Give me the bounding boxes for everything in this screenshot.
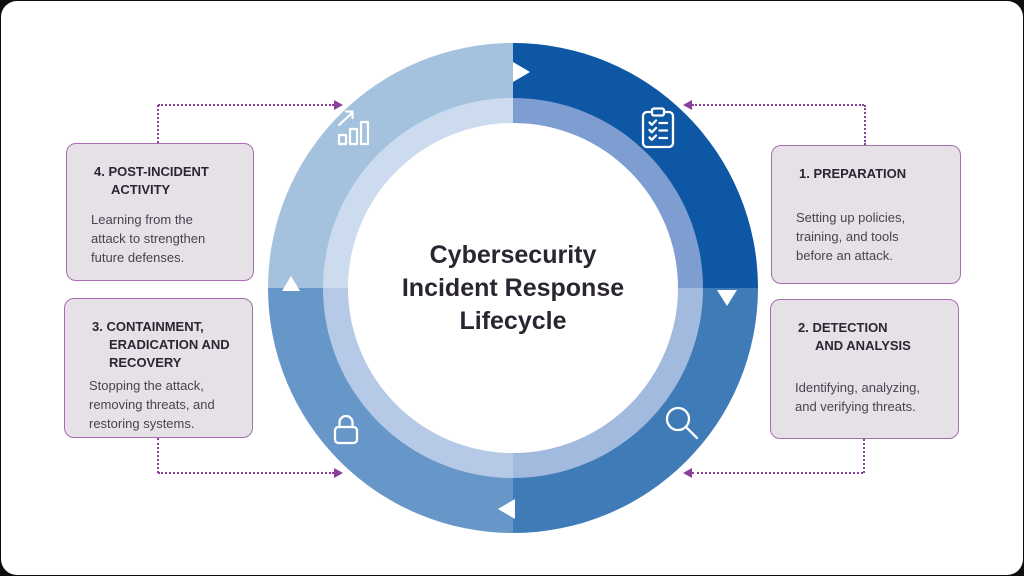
lifecycle-ring-center: Cybersecurity Incident Response Lifecycl…	[348, 123, 678, 453]
diagram-title: Cybersecurity Incident Response Lifecycl…	[401, 240, 625, 335]
connector-detection-vertical	[863, 439, 865, 473]
connector-post-incident-arrow-icon	[334, 100, 343, 110]
flow-arrow-top-icon	[513, 62, 530, 82]
bar-chart-icon	[335, 108, 375, 146]
flow-arrow-bottom-icon	[498, 499, 515, 519]
connector-preparation-arrow-icon	[683, 100, 692, 110]
stage-description: Learning from the attack to strengthen f…	[91, 212, 206, 265]
padlock-icon	[332, 412, 360, 446]
stage-description: Stopping the attack, removing threats, a…	[89, 378, 215, 431]
connector-containment-horizontal	[158, 472, 334, 474]
stage-box-detection-and-analysis: 2. DETECTION AND ANALYSIS Identifying, a…	[770, 299, 959, 439]
magnifier-icon	[664, 405, 700, 441]
connector-post-incident-vertical	[157, 105, 159, 143]
stage-heading: 1. PREPARATION	[799, 166, 907, 181]
stage-description: Setting up policies, training, and tools…	[796, 210, 906, 263]
connector-containment-vertical	[157, 438, 159, 473]
stage-box-preparation: 1. PREPARATION Setting up policies, trai…	[771, 145, 961, 284]
connector-preparation-vertical	[864, 105, 866, 145]
stage-box-containment-eradication-recovery: 3. CONTAINMENT, ERADICATION AND RECOVERY…	[64, 298, 253, 438]
connector-preparation-horizontal	[692, 104, 864, 106]
flow-arrow-left-icon	[282, 276, 300, 291]
connector-containment-arrow-icon	[334, 468, 343, 478]
clipboard-checklist-icon	[640, 106, 676, 150]
stage-heading: 2. DETECTION AND ANALYSIS	[798, 320, 911, 353]
stage-heading: 3. CONTAINMENT, ERADICATION AND RECOVERY	[92, 319, 230, 370]
connector-detection-arrow-icon	[683, 468, 692, 478]
connector-detection-horizontal	[692, 472, 863, 474]
stage-description: Identifying, analyzing, and verifying th…	[795, 380, 921, 414]
stage-heading: 4. POST-INCIDENT ACTIVITY	[94, 164, 209, 197]
connector-post-incident-horizontal	[158, 104, 334, 106]
stage-box-post-incident-activity: 4. POST-INCIDENT ACTIVITY Learning from …	[66, 143, 254, 281]
flow-arrow-right-icon	[717, 290, 737, 306]
